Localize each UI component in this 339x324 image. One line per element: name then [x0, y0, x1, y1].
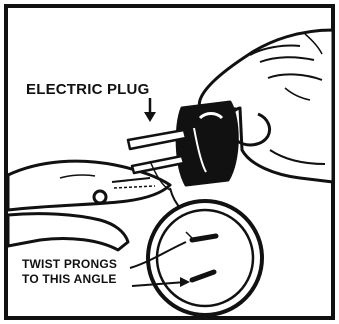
instruction-line-2: TO THIS ANGLE [22, 272, 117, 287]
instruction-label: TWIST PRONGS TO THIS ANGLE [20, 257, 119, 287]
outlet-icon [148, 201, 262, 315]
instruction-line-1: TWIST PRONGS [22, 257, 117, 272]
plug-label: ELECTRIC PLUG [24, 82, 151, 97]
